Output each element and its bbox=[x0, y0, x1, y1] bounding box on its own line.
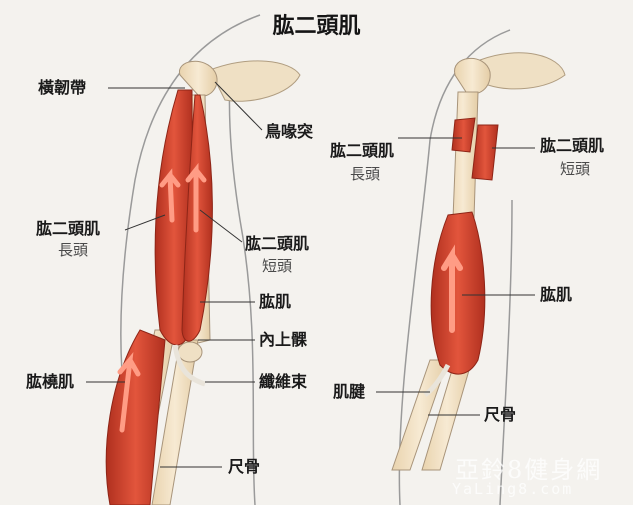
right-arm-figure bbox=[391, 29, 566, 505]
left-arm-figure bbox=[105, 14, 301, 505]
label-left-biceps-short-sub: 短頭 bbox=[262, 257, 293, 275]
label-left-ulna: 尺骨 bbox=[228, 457, 261, 476]
left-scapula bbox=[209, 60, 301, 102]
label-coracoid: 鳥喙突 bbox=[265, 122, 314, 141]
right-biceps-long-stub bbox=[451, 117, 476, 153]
label-transverse-ligament: 橫韌帶 bbox=[38, 78, 87, 97]
left-arm-outline-inner bbox=[228, 79, 256, 505]
label-right-biceps-long-title: 肱二頭肌 bbox=[330, 141, 395, 160]
label-right-brachialis: 肱肌 bbox=[540, 285, 573, 304]
label-right-biceps-short-sub: 短頭 bbox=[560, 160, 591, 178]
label-tendon: 肌腱 bbox=[333, 382, 366, 401]
left-arrow-long bbox=[159, 168, 181, 223]
page-title: 肱二頭肌 bbox=[272, 14, 361, 39]
right-brachialis-muscle bbox=[430, 211, 486, 375]
label-right-ulna: 尺骨 bbox=[484, 405, 517, 424]
left-arrow-short bbox=[185, 162, 207, 233]
left-epicondyle-bone bbox=[177, 341, 203, 363]
label-left-brachialis: 肱肌 bbox=[259, 292, 292, 311]
left-arrow-brachioradialis bbox=[117, 351, 141, 433]
label-right-biceps-long-sub: 長頭 bbox=[350, 165, 381, 183]
right-arm-outline-inner bbox=[499, 199, 513, 505]
leader-left-short-head bbox=[199, 209, 243, 243]
label-medial-epicondyle: 內上髁 bbox=[259, 330, 308, 349]
right-tendon bbox=[423, 363, 451, 398]
leader-left-long-head bbox=[124, 214, 166, 231]
leader-coracoid bbox=[214, 81, 263, 131]
label-left-biceps-short-title: 肱二頭肌 bbox=[245, 234, 310, 253]
right-arm-outline-outer bbox=[398, 29, 511, 505]
right-biceps-short-stub bbox=[471, 124, 499, 181]
label-right-biceps-short-title: 肱二頭肌 bbox=[540, 136, 605, 155]
label-left-biceps-long-sub: 長頭 bbox=[58, 241, 89, 259]
label-brachioradialis: 肱橈肌 bbox=[26, 372, 75, 391]
watermark-en: YaLing8.com bbox=[452, 480, 574, 498]
watermark-cn: 亞鈴8健身網 bbox=[455, 456, 603, 484]
left-fiber-bundle bbox=[172, 344, 206, 387]
leader-lines bbox=[86, 81, 535, 468]
label-left-biceps-long-title: 肱二頭肌 bbox=[36, 219, 101, 238]
right-arrow-brachialis bbox=[441, 244, 463, 333]
label-fiber-bundle: 纖維束 bbox=[259, 372, 308, 391]
right-scapula bbox=[479, 52, 566, 90]
